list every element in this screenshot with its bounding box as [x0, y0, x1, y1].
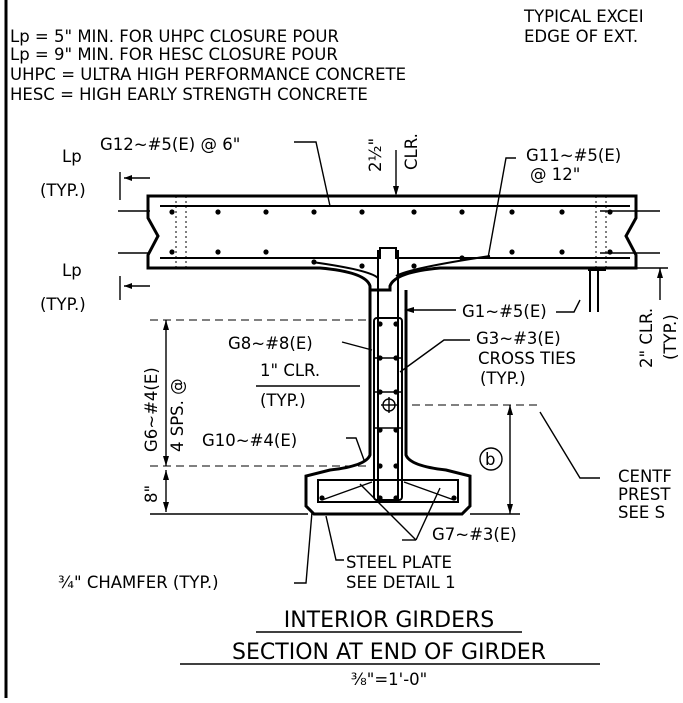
rebar-dots — [169, 209, 613, 501]
label-g6: G6~#4(E) — [142, 367, 161, 452]
note-hesc: HESC = HIGH EARLY STRENGTH CONCRETE — [10, 85, 368, 104]
b-marker-circle — [479, 447, 503, 471]
label-clr-top-num: 2½" — [366, 138, 385, 172]
label-clr-web-b: (TYP.) — [260, 391, 306, 410]
note-uhpc: UHPC = ULTRA HIGH PERFORMANCE CONCRETE — [10, 65, 406, 84]
label-g3-c: (TYP.) — [480, 369, 526, 388]
label-g3-b: CROSS TIES — [478, 349, 576, 368]
label-typ-right: (TYP.) — [661, 314, 680, 360]
girder-outline — [146, 194, 638, 516]
note-lp-uhpc: Lp = 5" MIN. FOR UHPC CLOSURE POUR — [10, 27, 339, 46]
label-clr-top: CLR. — [402, 133, 421, 170]
label-g8: G8~#8(E) — [228, 334, 313, 353]
reinforcement — [160, 205, 630, 503]
label-lp-top: Lp — [62, 147, 82, 166]
label-b: b — [485, 450, 495, 469]
right-note-line1: TYPICAL EXCEI — [523, 7, 644, 26]
label-centr-b: PREST — [618, 485, 671, 504]
label-g7: G7~#3(E) — [432, 525, 517, 544]
label-plate-a: STEEL PLATE — [346, 553, 452, 572]
label-g12: G12~#5(E) @ 6" — [100, 135, 240, 154]
centroid-symbol — [381, 397, 397, 413]
title-interior-girders: INTERIOR GIRDERS — [284, 608, 495, 633]
label-typ-top: (TYP.) — [40, 181, 86, 200]
label-g3-a: G3~#3(E) — [476, 329, 561, 348]
label-centr-a: CENTF — [618, 467, 672, 486]
label-centr-c: SEE S — [618, 503, 665, 522]
note-lp-hesc: Lp = 9" MIN. FOR HESC CLOSURE POUR — [10, 45, 338, 64]
label-chamfer: ¾" CHAMFER (TYP.) — [58, 573, 219, 592]
title-section-end: SECTION AT END OF GIRDER — [232, 640, 546, 665]
label-g11-b: @ 12" — [530, 165, 580, 184]
label-sps: 4 SPS. @ — [168, 378, 187, 452]
label-g10: G10~#4(E) — [202, 431, 297, 450]
label-typ-bot: (TYP.) — [40, 295, 86, 314]
label-g1: G1~#5(E) — [462, 302, 547, 321]
label-eight: 8" — [142, 485, 161, 503]
label-lp-bot: Lp — [62, 261, 82, 280]
label-g11-a: G11~#5(E) — [526, 146, 621, 165]
title-scale: ⅜"=1'-0" — [351, 670, 427, 689]
label-plate-b: SEE DETAIL 1 — [346, 573, 456, 592]
right-note-line2: EDGE OF EXT. — [524, 27, 638, 46]
label-clr-web-a: 1" CLR. — [260, 361, 320, 380]
label-clr-right: 2" CLR. — [637, 308, 656, 368]
